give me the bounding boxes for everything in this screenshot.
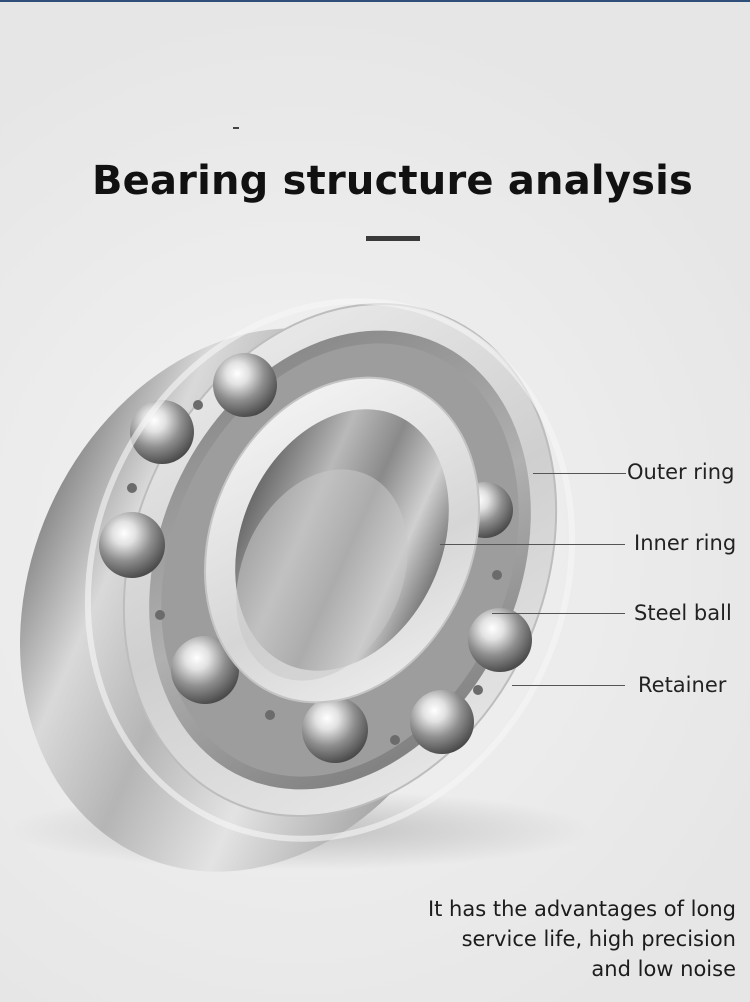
label-retainer: Retainer (638, 673, 727, 697)
inner-ring-line (440, 544, 625, 545)
label-steel-ball: Steel ball (634, 601, 732, 625)
advantages-line-2: service life, high precision (461, 927, 736, 951)
advantages-line-3: and low noise (591, 957, 736, 981)
advantages-line-1: It has the advantages of long (427, 897, 736, 921)
title-underline (366, 236, 420, 241)
steel-ball-line (492, 613, 625, 614)
decorative-mark (233, 127, 239, 129)
label-outer-ring: Outer ring (627, 460, 735, 484)
page-title: Bearing structure analysis (91, 158, 694, 204)
top-border (0, 0, 750, 2)
outer-ring-line (533, 473, 626, 474)
label-inner-ring: Inner ring (634, 531, 737, 555)
retainer-line (512, 685, 625, 686)
advantages-text: It has the advantages of long service li… (376, 894, 736, 984)
